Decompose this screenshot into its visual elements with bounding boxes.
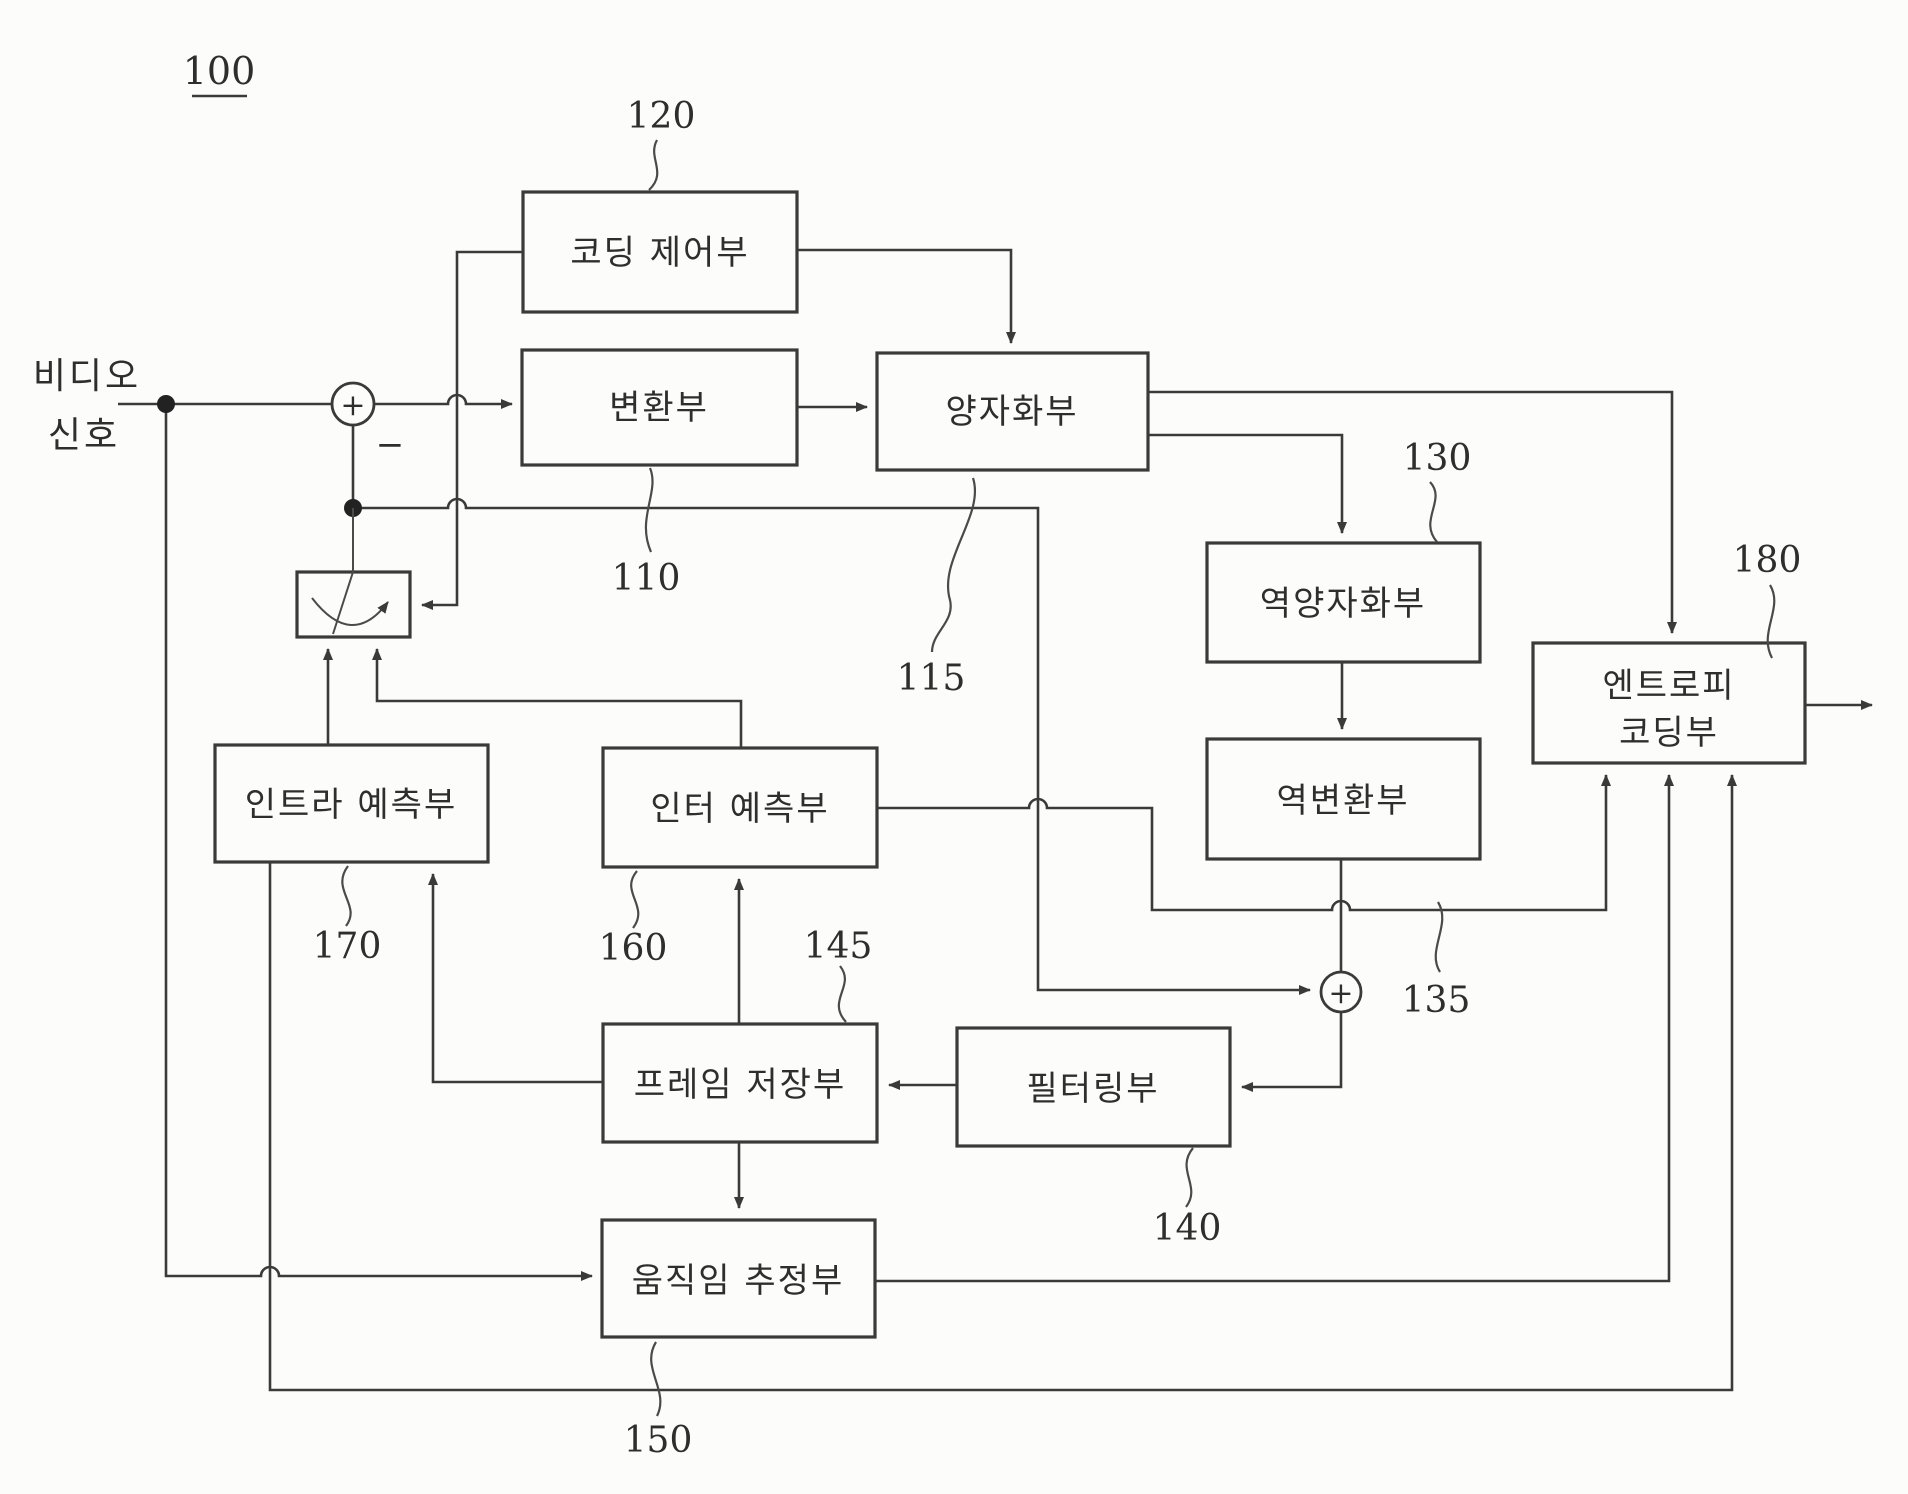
inter-prediction-ref: 160 (599, 928, 668, 969)
junction-dot-input (157, 395, 175, 413)
mode-switch (295, 508, 412, 639)
filtering-box (955, 1026, 1232, 1148)
wire-inter-prediction-to-entropy (877, 774, 1611, 912)
coding-control-leader (648, 139, 659, 191)
quantization-label: 양자화부 (945, 392, 1078, 432)
quantization-ref: 115 (897, 658, 966, 699)
block-quantization: 양자화부 115 (875, 351, 1150, 699)
frame-store-leader (837, 965, 847, 1023)
wire-intra-prediction-to-entropy (268, 774, 1737, 1392)
block-motion-estimation: 움직임 추정부 150 (600, 1218, 877, 1461)
wire-subtractor-to-transform (374, 393, 513, 409)
block-coding-control: 코딩 제어부 120 (521, 96, 799, 314)
block-entropy-coding: 엔트로피 코딩부 180 (1531, 540, 1807, 765)
recon-adder-circle (1319, 970, 1363, 1014)
recon-adder-plus-sign: + (1328, 976, 1353, 1011)
wire-quantization-to-entropy (1148, 390, 1677, 634)
motion-estimation-ref: 150 (624, 1420, 693, 1461)
mode-switch-arc-icon (311, 597, 389, 626)
subtractor-node: + − (330, 381, 405, 465)
coding-control-box (521, 190, 799, 314)
wire-coding-control-to-switch (421, 250, 523, 610)
block-inverse-quantization: 역양자화부 130 (1205, 438, 1482, 664)
entropy-coding-label-line1: 엔트로피 (1602, 666, 1735, 706)
inverse-quantization-ref: 130 (1403, 438, 1472, 479)
transform-ref: 110 (612, 558, 681, 599)
transform-label: 변환부 (609, 388, 709, 428)
block-inverse-transform: 역변환부 135 (1205, 737, 1482, 1021)
inverse-quantization-label: 역양자화부 (1260, 584, 1426, 624)
inter-prediction-box (601, 746, 879, 869)
quantization-box (875, 351, 1150, 472)
block-filtering: 필터링부 140 (955, 1026, 1232, 1249)
intra-prediction-leader (341, 865, 352, 927)
frame-store-box (601, 1022, 879, 1144)
mode-switch-pole (332, 508, 354, 635)
wire-coding-control-to-quantization (797, 248, 1016, 344)
figure-number: 100 (183, 49, 256, 93)
entropy-coding-label-line2: 코딩부 (1619, 713, 1719, 753)
coding-control-label: 코딩 제어부 (570, 233, 749, 273)
frame-store-label: 프레임 저장부 (634, 1065, 847, 1105)
block-intra-prediction: 인트라 예측부 170 (213, 743, 490, 967)
filtering-ref: 140 (1153, 1208, 1222, 1249)
wire-motion-estimation-to-entropy (875, 774, 1674, 1283)
intra-prediction-label: 인트라 예측부 (245, 785, 458, 825)
frame-store-ref: 145 (804, 926, 873, 967)
inverse-transform-leader (1434, 901, 1444, 973)
wire-quantization-to-inverse-quantization (1148, 433, 1347, 534)
inverse-quantization-leader (1429, 481, 1438, 543)
recon-adder-node: + (1319, 970, 1363, 1014)
inverse-transform-ref: 135 (1402, 980, 1471, 1021)
inverse-transform-label: 역변환부 (1276, 781, 1409, 821)
transform-box (520, 348, 799, 467)
wire-video-branch-to-motion-estimation (164, 410, 593, 1281)
quantization-leader (930, 477, 976, 653)
block-transform: 변환부 110 (520, 348, 799, 599)
entropy-coding-leader (1766, 584, 1776, 659)
coding-control-ref: 120 (627, 96, 696, 137)
entropy-coding-ref: 180 (1733, 540, 1802, 581)
intra-prediction-ref: 170 (313, 926, 382, 967)
video-signal-label-line1: 비디오 (33, 356, 141, 397)
filtering-leader (1185, 1147, 1194, 1208)
inter-prediction-leader (630, 870, 640, 929)
entropy-coding-box (1531, 641, 1807, 765)
block-frame-store: 프레임 저장부 145 (601, 926, 879, 1144)
motion-estimation-leader (650, 1341, 662, 1417)
inverse-quantization-box (1205, 541, 1482, 664)
block-inter-prediction: 인터 예측부 160 (599, 746, 879, 969)
video-signal-label-line2: 신호 (48, 415, 120, 456)
motion-estimation-box (600, 1218, 877, 1339)
wire-prediction-to-recon-adder (353, 497, 1311, 995)
inter-prediction-label: 인터 예측부 (650, 789, 829, 829)
wire-inter-prediction-to-switch (372, 648, 743, 748)
subtractor-circle (330, 381, 376, 427)
motion-estimation-label: 움직임 추정부 (632, 1261, 845, 1301)
mode-switch-box (295, 570, 412, 639)
wire-recon-adder-to-filtering (1241, 1012, 1343, 1092)
wire-frame-store-to-intra-prediction (428, 873, 603, 1084)
filtering-label: 필터링부 (1026, 1069, 1159, 1109)
inverse-transform-box (1205, 737, 1482, 861)
intra-prediction-box (213, 743, 490, 864)
subtractor-minus-sign: − (376, 425, 405, 465)
transform-leader (644, 467, 654, 553)
subtractor-plus-sign: + (340, 388, 365, 423)
